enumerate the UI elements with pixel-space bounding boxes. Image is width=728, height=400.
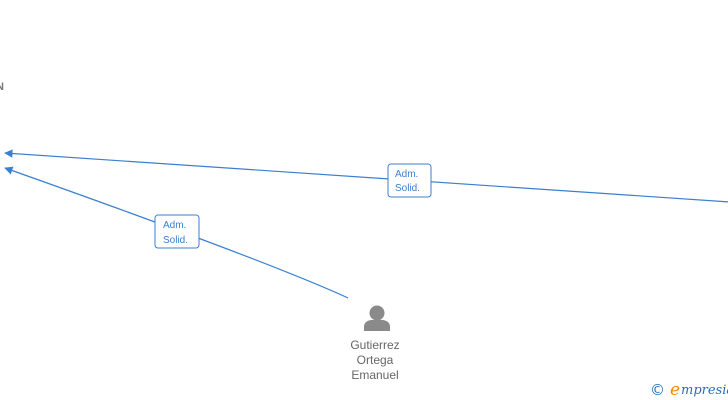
edge-label-1-line-1: Adm. bbox=[395, 169, 418, 180]
edge-label-2-line-1: Adm. bbox=[163, 220, 186, 231]
edge-label-2-line-2: Solid. bbox=[163, 235, 188, 246]
edge-label-1[interactable]: Adm. Solid. bbox=[387, 163, 432, 198]
edge-line-1 bbox=[4, 149, 728, 203]
edge-adm-solid-1[interactable]: Adm. Solid. bbox=[4, 149, 728, 203]
person-icon bbox=[364, 305, 390, 331]
copyright-icon: © bbox=[650, 381, 665, 399]
edge-label-box-1 bbox=[387, 163, 432, 198]
brand-logo-text: mpresia bbox=[681, 383, 728, 398]
edge-line-2 bbox=[4, 166, 349, 299]
company-label-line-1: N bbox=[0, 81, 4, 93]
empresia-watermark: © e mpresia bbox=[650, 380, 728, 400]
brand-logo-initial: e bbox=[670, 380, 680, 400]
person-node[interactable]: Gutierrez Ortega Emanuel bbox=[350, 305, 400, 383]
person-name-line-2: Ortega bbox=[357, 353, 394, 367]
edge-label-2[interactable]: Adm. Solid. bbox=[154, 214, 200, 249]
company-node[interactable]: N . bbox=[0, 81, 4, 121]
person-name-line-3: Emanuel bbox=[351, 368, 398, 382]
edge-label-1-line-2: Solid. bbox=[395, 183, 420, 194]
edge-adm-solid-2[interactable]: Adm. Solid. bbox=[4, 166, 349, 299]
edge-label-box-2 bbox=[154, 214, 200, 249]
person-name-line-1: Gutierrez bbox=[350, 338, 399, 352]
